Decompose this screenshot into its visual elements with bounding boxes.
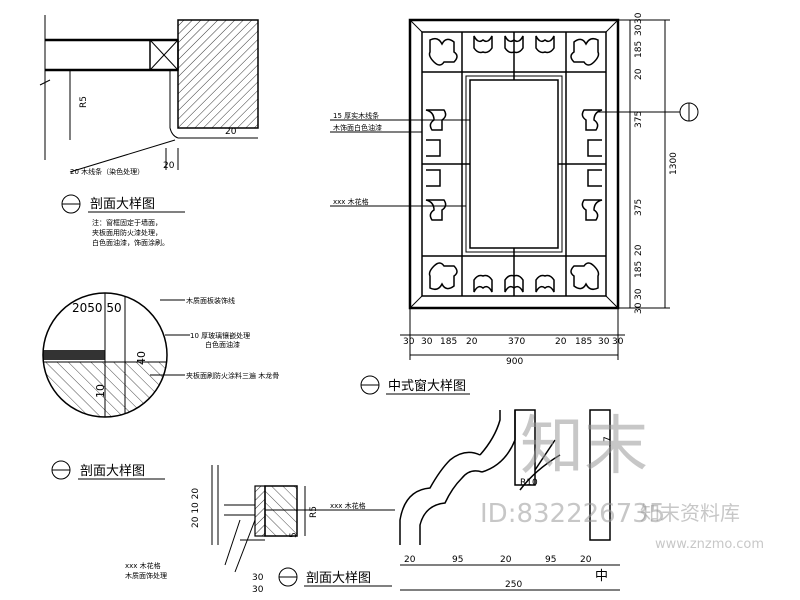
dim-bottom: 20 xyxy=(466,337,478,347)
leader-line xyxy=(69,139,176,173)
bottom-dim-30-b: 30 xyxy=(252,585,264,595)
dim-20-right: 20 xyxy=(225,127,237,137)
bottom-note-right: xxx 木花格 xyxy=(330,501,366,510)
window-title: 中式窗大样图 xyxy=(388,378,466,394)
dim-right: 20 xyxy=(634,244,644,256)
watermark-url: www.znzmo.com xyxy=(655,537,764,552)
circle-detail: 2050 50 40 10 木质面板装饰线 10 厚玻璃镶嵌处理 白色面油漆 夹… xyxy=(42,292,279,480)
dim-right: 30 xyxy=(634,24,644,36)
dim-right: 185 xyxy=(634,261,644,278)
dim-right: 185 xyxy=(634,41,644,58)
chinese-window-elevation: 30 30 185 20 375 375 20 185 30 30 1300 3… xyxy=(330,12,699,395)
dim-bottom: 30 xyxy=(421,337,433,347)
bottom-r5: R5 xyxy=(309,506,319,518)
watermark: 知末 ID:832226735 知末资料库 www.znzmo.com xyxy=(480,410,764,552)
circle-note-4: 夹板面刷防火涂料三遍 木龙骨 xyxy=(186,371,279,380)
dim-right: 30 xyxy=(634,288,644,300)
dim-bottom: 185 xyxy=(575,337,592,347)
lattice-flower xyxy=(425,109,447,131)
dim-lattice: 95 xyxy=(452,555,463,565)
lattice-flower xyxy=(581,199,603,221)
dim-bottom: 20 xyxy=(555,337,567,347)
lattice-r10: R10 xyxy=(520,478,538,488)
dim-bottom: 30 xyxy=(598,337,610,347)
leader-note: 20 木线条（染色处理） xyxy=(70,167,144,176)
bottom-left-dims: 20 10 20 xyxy=(191,488,201,528)
lattice-flower xyxy=(581,109,603,131)
dim-right: 375 xyxy=(634,199,644,216)
r5-label: R5 xyxy=(79,96,89,108)
lattice-flower xyxy=(425,199,447,221)
circle-note-2: 10 厚玻璃镶嵌处理 xyxy=(190,331,250,340)
watermark-id: ID:832226735 xyxy=(480,499,665,529)
dim-right: 375 xyxy=(634,111,644,128)
dim-20-bottom: 20 xyxy=(163,161,175,171)
dim-lattice: 20 xyxy=(580,555,592,565)
lattice-flower xyxy=(504,35,524,54)
lattice-dim-top: 7 xyxy=(603,436,613,442)
trim-cross-b xyxy=(149,39,179,71)
window-lattice-note: xxx 木花格 xyxy=(333,197,369,206)
dim-lattice: 20 xyxy=(500,555,512,565)
total-height: 1300 xyxy=(669,152,679,175)
break-mark xyxy=(39,79,51,86)
circle-note-3: 白色面油漆 xyxy=(205,340,240,349)
watermark-slogan: 知末资料库 xyxy=(640,501,740,525)
lattice-bar xyxy=(589,409,611,541)
lattice-flower xyxy=(428,37,458,66)
dim-lattice: 20 xyxy=(404,555,416,565)
dim-bottom: 185 xyxy=(440,337,457,347)
watermark-brand: 知末 xyxy=(520,410,648,484)
lattice-flower xyxy=(428,262,458,291)
note-line-3: 白色面油漆，饰面涂刷。 xyxy=(92,238,169,247)
section-b-title: 剖面大样图 xyxy=(80,464,145,479)
lattice-flower xyxy=(535,35,555,54)
window-outer-frame xyxy=(408,18,620,310)
r5-arc xyxy=(169,127,179,139)
circle-dim-40: 40 xyxy=(135,351,148,365)
section-c-title: 剖面大样图 xyxy=(306,571,371,586)
bottom-note-left-1: xxx 木花格 xyxy=(125,561,161,570)
section-detail-c: 20 10 20 R5 5 30 30 xxx 木花格 xxx 木花格 木质面饰… xyxy=(125,465,395,595)
dim-right: 20 xyxy=(634,68,644,80)
section-detail-a: R5 20 20 20 木线条（染色处理） 剖面大样图 注：窗框固定于墙面， 夹… xyxy=(39,15,259,247)
glass-section xyxy=(254,485,266,537)
lattice-flower xyxy=(570,37,600,66)
window-center-pane xyxy=(469,79,559,249)
wood-section-hatch xyxy=(264,485,298,537)
lattice-flower xyxy=(570,262,600,291)
circle-note-1: 木质面板装饰线 xyxy=(186,296,235,305)
circle-top-dims: 2050 50 xyxy=(72,301,122,315)
glass-strip xyxy=(43,350,105,360)
lattice-flower xyxy=(535,274,555,293)
section-a-title: 剖面大样图 xyxy=(90,197,155,212)
dim-lattice: 95 xyxy=(545,555,556,565)
note-line-1: 注：窗框固定于墙面， xyxy=(92,218,162,227)
lattice-detail: R10 7 20 95 20 95 20 250 中 xyxy=(399,409,620,591)
detail-circle xyxy=(42,292,168,418)
total-width: 900 xyxy=(506,357,523,367)
dim-right: 30 xyxy=(634,302,644,314)
wall-hatch xyxy=(177,19,259,129)
lattice-flower xyxy=(473,274,493,293)
lattice-total: 250 xyxy=(505,580,522,590)
circle-dim-10: 10 xyxy=(94,384,107,398)
dim-bottom: 370 xyxy=(508,337,525,347)
bottom-dim-30-a: 30 xyxy=(252,573,264,583)
window-note-1: 15 厚实木线条 xyxy=(333,111,379,120)
note-line-2: 夹板面用防火漆处理， xyxy=(92,228,162,237)
bottom-note-left-2: 木质面饰处理 xyxy=(125,571,167,580)
lattice-title-partial: 中 xyxy=(595,569,608,584)
window-note-2: 木饰面白色油漆 xyxy=(333,123,382,132)
lattice-flower xyxy=(473,35,493,54)
lattice-flower xyxy=(504,274,524,293)
lattice-curve xyxy=(399,451,481,545)
dim-right: 30 xyxy=(634,12,644,24)
bottom-dim-5: 5 xyxy=(289,532,299,538)
dim-bottom: 30 xyxy=(403,337,415,347)
dim-bottom: 30 xyxy=(612,337,624,347)
lattice-bar xyxy=(514,409,536,486)
lattice-pattern xyxy=(422,32,606,296)
